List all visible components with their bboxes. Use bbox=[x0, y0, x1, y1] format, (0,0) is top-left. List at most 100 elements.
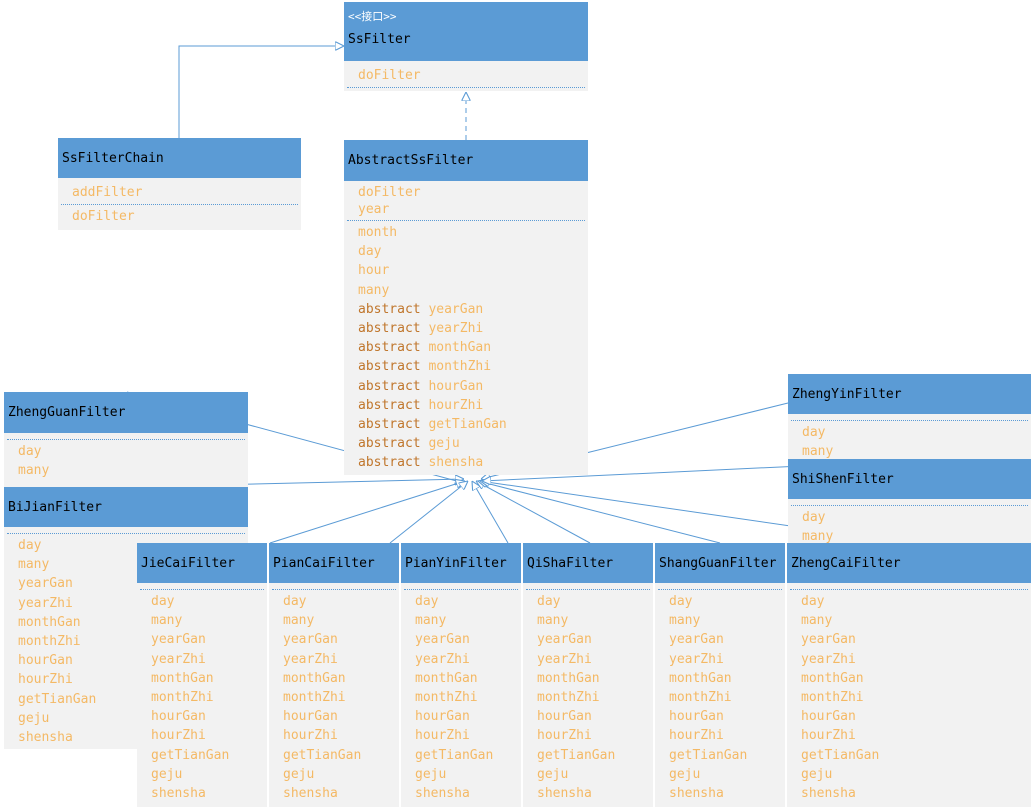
abstract-member-name: yearGan bbox=[428, 301, 484, 317]
class-ssfilterchain[interactable]: SsFilterChain addFilter doFilter bbox=[58, 138, 301, 230]
abstract-member-name: shensha bbox=[428, 455, 484, 471]
member: many bbox=[669, 613, 701, 629]
member: shensha bbox=[415, 785, 470, 801]
member: shensha bbox=[151, 785, 206, 801]
member: day bbox=[802, 510, 826, 525]
member: yearZhi bbox=[415, 651, 470, 667]
member: getTianGan bbox=[669, 747, 748, 763]
class-zhengyinfilter[interactable]: ZhengYinFilter day many bbox=[788, 374, 1031, 464]
member: hourGan bbox=[669, 709, 724, 725]
member: addFilter bbox=[72, 185, 143, 200]
member: hourGan bbox=[151, 709, 206, 725]
section-divider bbox=[140, 589, 264, 590]
member: monthZhi bbox=[18, 633, 81, 649]
class-shishenfilter[interactable]: ShiShenFilter day many bbox=[788, 459, 1031, 549]
class-header: PianYinFilter bbox=[401, 543, 521, 583]
member: hourZhi bbox=[537, 728, 592, 744]
member: day bbox=[669, 594, 693, 609]
member: geju bbox=[151, 766, 183, 782]
class-qishafilter[interactable]: QiShaFilter day many yearGan yearZhi mon… bbox=[523, 543, 653, 807]
abstract-member: abstract monthZhi bbox=[358, 357, 588, 376]
member: getTianGan bbox=[283, 747, 362, 763]
member: many bbox=[283, 613, 315, 629]
member: monthGan bbox=[537, 670, 600, 686]
member: yearGan bbox=[415, 632, 470, 648]
section-divider bbox=[61, 204, 298, 206]
member: day bbox=[415, 594, 439, 609]
abstract-keyword: abstract bbox=[358, 416, 421, 432]
class-name: BiJianFilter bbox=[8, 499, 102, 515]
member: hourGan bbox=[801, 709, 856, 725]
abstract-member-name: geju bbox=[428, 436, 460, 452]
member: doFilter bbox=[358, 68, 421, 83]
abstract-keyword: abstract bbox=[358, 340, 421, 356]
member: yearGan bbox=[151, 632, 206, 648]
abstract-keyword: abstract bbox=[358, 320, 421, 336]
member: hour bbox=[358, 263, 390, 279]
member: hourZhi bbox=[18, 672, 73, 688]
section-divider bbox=[347, 87, 585, 89]
piancai-inherit-line bbox=[389, 481, 468, 544]
class-header: ShiShenFilter bbox=[788, 459, 1031, 499]
member: many bbox=[802, 444, 834, 460]
class-zhengguanfilter[interactable]: ZhengGuanFilter day many bbox=[4, 392, 248, 487]
member: shensha bbox=[283, 785, 338, 801]
member: shensha bbox=[669, 785, 724, 801]
member: day bbox=[537, 594, 561, 609]
member: yearZhi bbox=[18, 595, 73, 611]
member: geju bbox=[283, 766, 315, 782]
member: monthZhi bbox=[537, 689, 600, 705]
class-header: ShangGuanFilter bbox=[655, 543, 785, 583]
member: monthGan bbox=[151, 670, 214, 686]
member: getTianGan bbox=[537, 747, 616, 763]
member: day bbox=[18, 538, 42, 553]
member: day bbox=[151, 594, 175, 609]
member: geju bbox=[415, 766, 447, 782]
member: shensha bbox=[537, 785, 592, 801]
member: shensha bbox=[18, 729, 73, 745]
member: monthGan bbox=[669, 670, 732, 686]
member: many bbox=[358, 282, 390, 298]
abstract-member: abstract shensha bbox=[358, 453, 588, 472]
member: many bbox=[415, 613, 447, 629]
section-divider bbox=[347, 220, 585, 221]
member: geju bbox=[669, 766, 701, 782]
section-divider bbox=[7, 533, 245, 534]
class-pianyinfilter[interactable]: PianYinFilter day many yearGan yearZhi m… bbox=[401, 543, 521, 807]
abstract-keyword: abstract bbox=[358, 397, 421, 413]
abstract-member-name: hourZhi bbox=[428, 397, 484, 413]
abstract-keyword: abstract bbox=[358, 359, 421, 375]
class-zhengcaifilter[interactable]: ZhengCaiFilter day many yearGan yearZhi … bbox=[787, 543, 1031, 807]
member: monthZhi bbox=[415, 689, 478, 705]
member: day bbox=[283, 594, 307, 609]
abstract-keyword: abstract bbox=[358, 301, 421, 317]
member: monthZhi bbox=[151, 689, 214, 705]
member: getTianGan bbox=[801, 747, 880, 763]
jiecai-inherit-line bbox=[269, 481, 465, 544]
class-header: JieCaiFilter bbox=[137, 543, 267, 583]
abstract-member-name: monthGan bbox=[428, 340, 492, 356]
class-abstractssfilter[interactable]: AbstractSsFilter doFilter year month day… bbox=[344, 140, 588, 475]
class-name: ShangGuanFilter bbox=[659, 555, 777, 571]
member: day bbox=[801, 594, 825, 609]
section-divider bbox=[791, 420, 1028, 421]
abstract-member: abstract yearZhi bbox=[358, 319, 588, 338]
section-divider bbox=[658, 589, 782, 590]
abstract-member-name: yearZhi bbox=[428, 320, 484, 336]
member: hourZhi bbox=[283, 728, 338, 744]
chain-to-ssfilter-line bbox=[178, 46, 344, 138]
abstract-member-name: hourGan bbox=[428, 378, 484, 394]
class-name: AbstractSsFilter bbox=[348, 153, 474, 168]
class-name: ZhengYinFilter bbox=[792, 386, 902, 402]
member: yearGan bbox=[18, 576, 73, 592]
shangguan-inherit-line bbox=[478, 481, 721, 544]
class-header: AbstractSsFilter bbox=[344, 140, 588, 181]
member: geju bbox=[18, 710, 50, 726]
class-shangguanfilter[interactable]: ShangGuanFilter day many yearGan yearZhi… bbox=[655, 543, 785, 807]
class-jiecaifilter[interactable]: JieCaiFilter day many yearGan yearZhi mo… bbox=[137, 543, 267, 807]
class-header: ZhengGuanFilter bbox=[4, 392, 248, 433]
member: year bbox=[358, 202, 390, 217]
class-piancaifilter[interactable]: PianCaiFilter day many yearGan yearZhi m… bbox=[269, 543, 399, 807]
class-ssfilter[interactable]: <<接口>> SsFilter doFilter bbox=[344, 2, 588, 91]
abstract-member: abstract hourZhi bbox=[358, 396, 588, 415]
